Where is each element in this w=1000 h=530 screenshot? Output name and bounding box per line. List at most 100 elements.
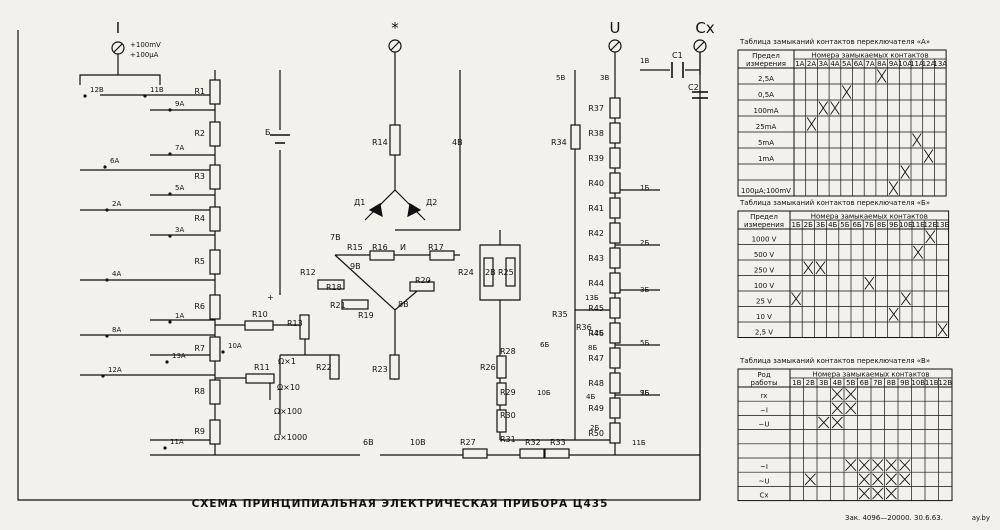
component-label-r35: R35	[552, 310, 568, 319]
switch-b-contact: 8Б	[588, 344, 597, 352]
resistor-label-r46: R46	[588, 329, 604, 338]
table-b-title: Таблица замыканий контактов переключател…	[739, 199, 930, 207]
table-a-closure-mark	[900, 165, 910, 179]
resistor-r3	[209, 164, 221, 190]
component-label-r24: R24	[458, 268, 474, 277]
table-a-row-4: 25mA	[756, 123, 777, 131]
resistor-label-r1: R1	[194, 87, 205, 96]
table-a-row-5: 5mA	[758, 139, 774, 147]
table-v-col-4: 4В	[833, 379, 842, 387]
table-v-closure-mark	[818, 416, 830, 429]
table-v-closure-mark	[804, 473, 816, 486]
capacitor-wire	[640, 40, 701, 500]
table-b-col-2: 2Б	[804, 221, 813, 229]
resistor-r4	[209, 206, 221, 232]
resistor-mid	[389, 124, 401, 156]
switch-a-contact: 12В	[90, 86, 104, 94]
resistor-label-r2: R2	[194, 129, 205, 138]
resistor-mid	[496, 382, 507, 406]
resistor-r44	[609, 272, 621, 294]
resistor-r46	[609, 322, 621, 344]
component-label-r34: R34	[551, 138, 567, 147]
resistor-r47	[609, 347, 621, 369]
resistor-r48	[609, 372, 621, 394]
component-label-b6: 6В	[363, 438, 374, 447]
component-label-r9b: 9В	[350, 262, 361, 271]
diode-d1	[368, 203, 383, 218]
switch-a-contact: 7А	[175, 144, 184, 152]
table-b-col-6: 6Б	[852, 221, 861, 229]
component-label-r11: R11	[254, 363, 270, 372]
table-v-closure-mark	[831, 416, 843, 429]
table-v-row-6: ~I	[760, 463, 768, 471]
bridge-wires	[334, 70, 461, 380]
table-b-closure-mark	[925, 230, 936, 244]
watermark-text: ay.by	[972, 514, 990, 522]
table-v-title: Таблица замыканий контактов переключател…	[739, 357, 930, 365]
table-v-closure-mark	[831, 402, 843, 415]
table-v-col-3: 3В	[819, 379, 828, 387]
resistor-mid	[496, 409, 507, 433]
table-b-col-10: 10Б	[899, 221, 913, 229]
component-label-r21: R21	[330, 301, 346, 310]
table-a-col-1: 1А	[795, 60, 804, 68]
terminal-star-label: *	[391, 19, 399, 37]
table-b-closure-mark	[937, 323, 948, 337]
resistor-label-r4: R4	[194, 214, 205, 223]
table-b-closure-mark	[791, 292, 802, 306]
resistor-mid	[389, 354, 400, 380]
switch-a-contact-dot	[101, 374, 105, 378]
resistor-mid	[519, 448, 545, 459]
terminal-u-label: U	[610, 19, 621, 37]
switch-a-contact: 13А	[172, 352, 186, 360]
table-b-col-11: 11Б	[911, 221, 925, 229]
table-v-closure-mark	[885, 459, 897, 472]
resistor-mid	[544, 448, 570, 459]
table-a-col-6: 6А	[854, 60, 863, 68]
switch-a-contact: 2А	[112, 200, 121, 208]
switch-a-contact: 1А	[175, 312, 184, 320]
switch-b-contact: 11Б	[632, 439, 646, 447]
component-label-d1: Д1	[354, 198, 365, 207]
table-a-row-3: 100mA	[754, 107, 779, 115]
table-v-row-1: rx	[761, 392, 768, 400]
component-label-r22: R22	[316, 363, 332, 372]
table-v-head-right: Номера замыкаемых контактов	[812, 371, 929, 379]
schematic-labels: СХЕМА ПРИНЦИПИАЛЬНАЯ ЭЛЕКТРИЧЕСКАЯ ПРИБО…	[83, 19, 990, 522]
resistor-label-r40: R40	[588, 179, 604, 188]
table-a-col-3: 3А	[819, 60, 828, 68]
table-v-col-6: 6В	[860, 379, 869, 387]
switch-b-contact: 2Б	[640, 239, 649, 247]
table-a-col-2: 2А	[807, 60, 816, 68]
switch-a-contact-dot	[105, 208, 109, 212]
resistor-r6	[209, 294, 221, 320]
table-v-row-3: −U	[759, 421, 770, 429]
table-b-closure-mark	[900, 292, 911, 306]
table-v-head-left-2: работы	[751, 379, 778, 387]
resistor-label-r41: R41	[588, 204, 604, 213]
resistor-r1	[209, 79, 221, 105]
table-v-closure-mark	[872, 459, 884, 472]
diode-d2	[407, 203, 422, 218]
table-a-closure-mark	[912, 133, 922, 147]
component-label-r16: R16	[372, 243, 388, 252]
component-label-r28: R28	[500, 347, 516, 356]
switch-a-contact: 3А	[175, 226, 184, 234]
table-a-col-9: 9А	[889, 60, 898, 68]
table-a-closure-mark	[806, 117, 817, 131]
resistor-symbols	[209, 79, 621, 459]
table-a-head-left-2: измерения	[746, 60, 786, 68]
component-label-r30: R30	[500, 411, 516, 420]
component-label-r14: R14	[372, 138, 388, 147]
component-label-r19: R19	[358, 311, 374, 320]
table-v-col-9: 9В	[900, 379, 909, 387]
resistor-mid	[570, 124, 581, 150]
table-a-closure-mark	[877, 69, 887, 83]
resistor-label-r47: R47	[588, 354, 604, 363]
resistor-mid	[462, 448, 488, 459]
resistor-mid	[244, 320, 274, 331]
resistor-r41	[609, 197, 621, 219]
table-b-col-9: 9Б	[889, 221, 898, 229]
table-v-col-11: 11В	[925, 379, 939, 387]
switch-a-contact: 8А	[112, 326, 121, 334]
